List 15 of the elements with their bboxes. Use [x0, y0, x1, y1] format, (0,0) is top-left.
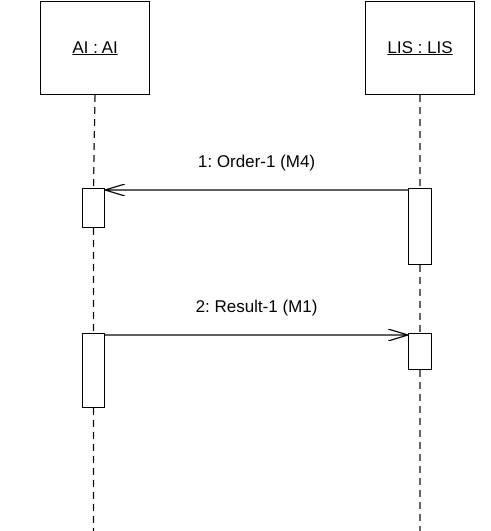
- lifeline-header-box: LIS : LIS: [365, 1, 475, 95]
- lifeline: [92, 228, 94, 333]
- lifeline-header-box: AI : AI: [40, 1, 150, 95]
- message-arrow: [104, 183, 408, 197]
- activation-bar: [82, 188, 105, 228]
- lifeline: [419, 265, 421, 333]
- activation-bar: [408, 333, 432, 370]
- message-arrow: [105, 328, 409, 342]
- lifeline: [419, 95, 421, 188]
- activation-bar: [82, 333, 105, 408]
- lifeline: [92, 94, 96, 188]
- activation-bar: [408, 188, 432, 265]
- lifeline: [419, 370, 421, 531]
- lifeline: [92, 408, 94, 531]
- message-label: 2: Result-1 (M1): [194, 297, 320, 317]
